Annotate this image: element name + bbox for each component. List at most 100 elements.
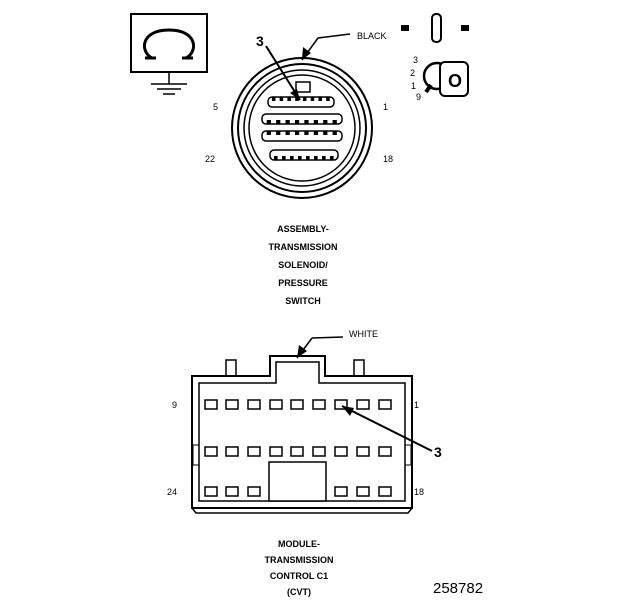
pin-cavity — [247, 399, 261, 410]
caption-line: CONTROL C1 — [270, 571, 328, 581]
terminal-slot — [287, 97, 291, 101]
figure-number: 258782 — [433, 580, 483, 597]
callout-3-top: 3 — [256, 33, 264, 49]
terminal-slot — [266, 131, 271, 135]
terminal-slot — [298, 156, 302, 160]
terminal-slot — [323, 131, 328, 135]
terminal-slot — [304, 120, 309, 124]
callout-3-bottom: 3 — [434, 444, 442, 460]
pin-cavity — [225, 486, 239, 497]
ignition-pos-3: 3 — [413, 55, 418, 65]
terminal-slot — [276, 131, 281, 135]
pin-cavity — [290, 399, 304, 410]
callout-3-leader-bottom — [341, 405, 433, 452]
caption-line: PRESSURE — [278, 278, 328, 288]
caption-line: SWITCH — [285, 296, 321, 306]
terminal-slot — [290, 156, 294, 160]
terminal-slot — [332, 131, 337, 135]
caption-line: ASSEMBLY- — [277, 224, 329, 234]
pin-cavity — [356, 446, 370, 457]
callout-3-leader-top — [265, 45, 301, 101]
terminal-slot — [310, 97, 315, 101]
terminal-slot — [302, 97, 307, 101]
pin-9-label: 9 — [172, 400, 177, 410]
ignition-pos-1: 1 — [411, 81, 416, 91]
terminal-slot — [313, 120, 318, 124]
tcm-caption: MODULE- TRANSMISSION CONTROL C1 (CVT) — [264, 539, 333, 597]
pin-5-label: 5 — [213, 102, 218, 112]
terminal-slot — [279, 97, 284, 101]
terminal-slot — [294, 131, 300, 135]
terminal-slot — [326, 97, 330, 101]
terminal-slot — [282, 156, 286, 160]
pin-cavity — [225, 399, 239, 410]
terminal-slot — [318, 97, 322, 101]
pin-cavity — [356, 486, 370, 497]
black-wire-label: BLACK — [357, 31, 387, 41]
terminal-slot — [295, 97, 299, 101]
pin-cavity — [204, 399, 218, 410]
ignition-pos-9: 9 — [416, 92, 421, 102]
pin-cavity — [334, 446, 348, 457]
terminal-slot — [330, 156, 334, 160]
tcm-connector — [191, 355, 413, 514]
terminal-slot — [266, 120, 271, 124]
caption-line: SOLENOID/ — [278, 260, 328, 270]
tcm-pin-grid — [204, 399, 392, 497]
terminal-slot — [304, 131, 309, 135]
white-color-leader — [296, 336, 344, 359]
terminal-slot — [306, 156, 310, 160]
terminal-slot — [294, 120, 300, 124]
pin-cavity — [312, 399, 326, 410]
solenoid-connector — [231, 57, 373, 199]
pin-cavity — [334, 486, 348, 497]
terminal-slot — [271, 97, 276, 101]
caption-line: TRANSMISSION — [268, 242, 337, 252]
terminal-row — [261, 113, 343, 125]
terminal-slot — [276, 120, 281, 124]
pin-cavity — [247, 486, 261, 497]
terminal-slot — [322, 156, 326, 160]
ignition-key-icon — [401, 13, 469, 97]
ohm-symbol-icon — [130, 13, 208, 95]
pin-cavity — [334, 399, 348, 410]
black-color-leader — [301, 33, 351, 61]
caption-line: MODULE- — [278, 539, 320, 549]
terminal-slot — [323, 120, 328, 124]
pin-cavity — [204, 446, 218, 457]
terminal-slot — [285, 120, 290, 124]
pin-22-label: 22 — [205, 154, 215, 164]
pin-18-label: 18 — [383, 154, 393, 164]
terminal-slot — [313, 131, 318, 135]
pin-cavity — [269, 399, 283, 410]
pin-24-label: 24 — [167, 487, 177, 497]
pin-1-label: 1 — [383, 102, 388, 112]
caption-line: (CVT) — [287, 587, 311, 597]
terminal-slot — [332, 120, 337, 124]
terminal-row — [269, 149, 339, 161]
solenoid-caption: ASSEMBLY- TRANSMISSION SOLENOID/ PRESSUR… — [268, 224, 337, 306]
white-wire-label: WHITE — [349, 329, 378, 339]
pin-cavity — [204, 486, 218, 497]
pin-18-label: 18 — [414, 487, 424, 497]
pin-cavity — [225, 446, 239, 457]
terminal-slot — [314, 156, 318, 160]
terminal-row — [261, 130, 343, 142]
caption-line: TRANSMISSION — [264, 555, 333, 565]
pin-cavity — [247, 446, 261, 457]
ignition-key-label: O — [448, 71, 462, 91]
terminal-row — [267, 96, 335, 108]
pin-cavity — [269, 446, 283, 457]
pin-1-label: 1 — [414, 400, 419, 410]
pin-cavity — [290, 446, 304, 457]
pin-cavity — [356, 399, 370, 410]
pin-cavity — [378, 446, 392, 457]
ignition-pos-2: 2 — [410, 68, 415, 78]
terminal-slot — [274, 156, 278, 160]
terminal-slot — [285, 131, 290, 135]
solenoid-pin-rows — [261, 96, 343, 161]
pin-cavity — [312, 446, 326, 457]
pin-cavity — [378, 399, 392, 410]
pin-cavity — [378, 486, 392, 497]
